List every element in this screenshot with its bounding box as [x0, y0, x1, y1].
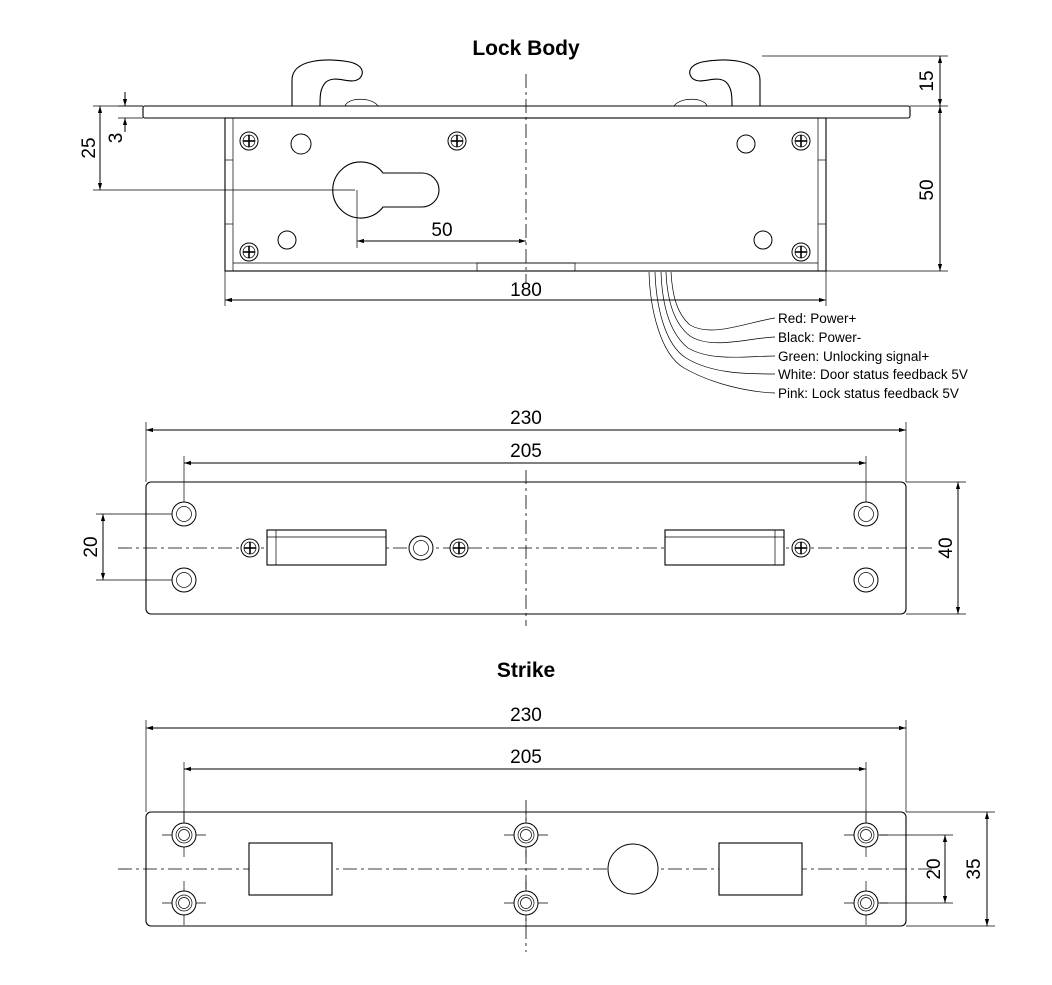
wire-label-green: Green: Unlocking signal+	[778, 349, 929, 364]
faceplate-front-view: 230 205 20 40	[81, 408, 966, 626]
dim-strike-hole-spacing: 205	[183, 747, 867, 822]
countersunk-hole-icon	[853, 567, 879, 593]
wire-bundle	[648, 271, 776, 394]
hook-right	[673, 59, 761, 107]
latch-window-right	[664, 529, 785, 566]
screw-icon	[239, 131, 259, 151]
lock-body-title: Lock Body	[472, 37, 580, 60]
svg-text:3: 3	[106, 133, 127, 144]
dim-faceplate-width: 40	[906, 481, 966, 615]
lock-body-view: Lock Body	[79, 37, 968, 401]
hook-left	[291, 59, 379, 107]
screw-icon	[447, 131, 467, 151]
cylinder-keyhole	[332, 161, 440, 219]
dim-faceplate-thickness: 3	[106, 92, 143, 143]
dim-faceplate-hole-pitch: 20	[81, 513, 172, 581]
dim-strike-width: 35	[906, 811, 995, 927]
strike-title: Strike	[497, 659, 555, 682]
strike-center-hole	[607, 843, 659, 895]
countersunk-hole-icon	[171, 501, 197, 527]
screw-icon	[240, 538, 260, 558]
lock-case	[224, 117, 827, 272]
dim-cylinder-offset: 25	[79, 105, 355, 191]
svg-text:205: 205	[510, 747, 542, 768]
screw-icon	[791, 242, 811, 262]
hole	[736, 134, 756, 154]
svg-text:20: 20	[81, 536, 102, 557]
countersunk-hole-icon	[408, 535, 434, 561]
dim-hook-height: 15	[762, 55, 948, 107]
svg-text:50: 50	[917, 179, 938, 200]
hole	[277, 230, 297, 250]
wire-label-white: White: Door status feedback 5V	[778, 367, 968, 382]
wire-label-red: Red: Power+	[778, 311, 857, 326]
countersunk-hole-icon	[853, 501, 879, 527]
wire-label-pink: Pink: Lock status feedback 5V	[778, 386, 959, 401]
svg-text:50: 50	[431, 220, 452, 241]
svg-text:20: 20	[924, 858, 945, 879]
dim-faceplate-hole-spacing: 205	[183, 441, 867, 502]
svg-text:35: 35	[964, 858, 985, 879]
strike-opening-right	[718, 842, 803, 896]
hole	[753, 230, 773, 250]
faceplate-edge	[142, 105, 911, 119]
latch-window-left	[266, 529, 387, 566]
strike-view: Strike 230 205	[118, 659, 995, 952]
dim-body-height: 50	[826, 106, 948, 272]
dim-strike-hole-pitch: 20	[880, 834, 953, 904]
svg-text:230: 230	[510, 705, 542, 726]
screw-icon	[791, 131, 811, 151]
svg-text:15: 15	[917, 70, 938, 91]
dim-body-length: 180	[224, 271, 827, 306]
svg-text:40: 40	[936, 537, 957, 558]
dim-backset: 50	[356, 190, 526, 248]
hole	[290, 133, 312, 155]
svg-text:180: 180	[510, 280, 542, 301]
svg-text:205: 205	[510, 441, 542, 462]
dim-strike-length: 230	[145, 705, 907, 812]
svg-text:230: 230	[510, 408, 542, 429]
dim-faceplate-length: 230	[145, 408, 907, 482]
screw-icon	[791, 538, 811, 558]
svg-text:25: 25	[79, 137, 100, 158]
strike-opening-left	[248, 842, 333, 896]
wire-label-black: Black: Power-	[778, 330, 861, 345]
screw-icon	[239, 242, 259, 262]
wire-legend: Red: Power+ Black: Power- Green: Unlocki…	[778, 311, 968, 401]
screw-icon	[449, 538, 469, 558]
countersunk-hole-icon	[171, 567, 197, 593]
